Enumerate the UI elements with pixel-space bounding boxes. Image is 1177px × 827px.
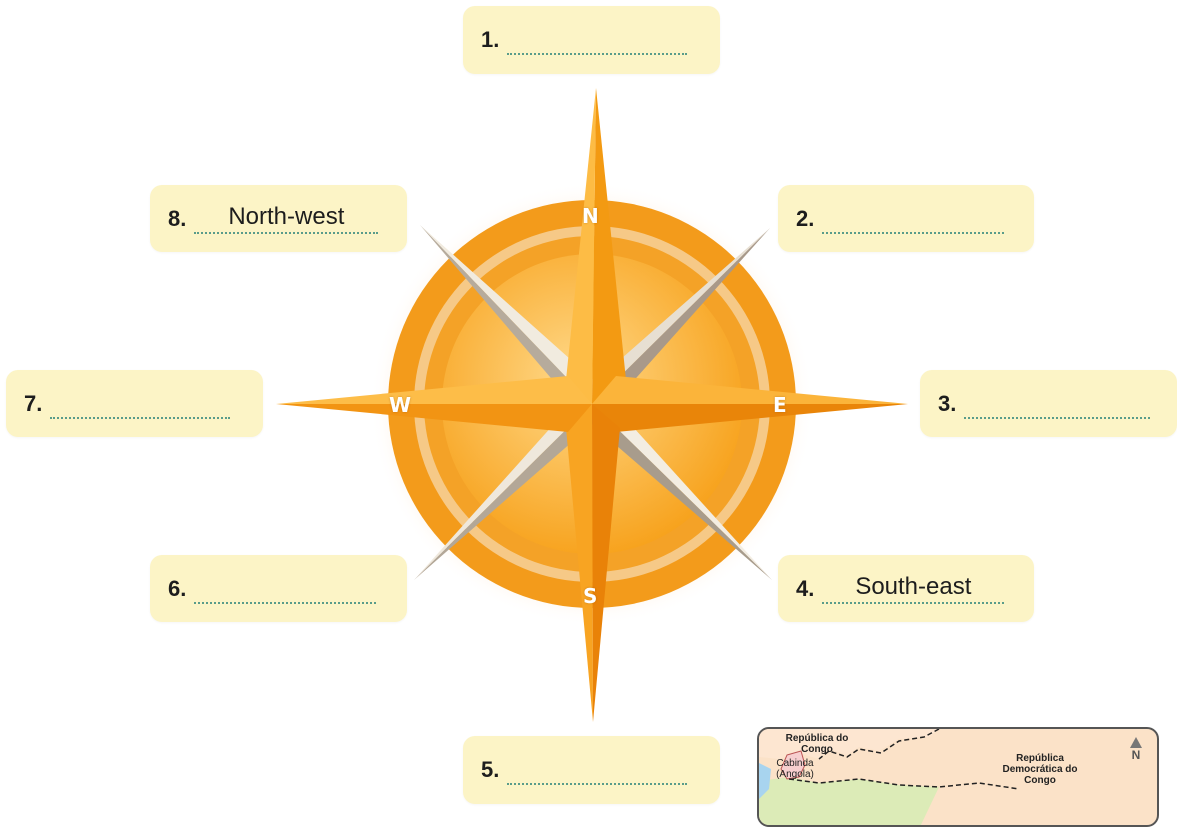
answer-field-3[interactable] — [964, 389, 1150, 419]
compass-cardinal-arms — [276, 88, 908, 722]
label-number: 6. — [168, 576, 186, 602]
answer-field-2[interactable] — [822, 204, 1004, 234]
label-number: 4. — [796, 576, 814, 602]
map-north-label: N — [1129, 748, 1143, 762]
answer-field-7[interactable] — [50, 389, 230, 419]
label-number: 1. — [481, 27, 499, 53]
compass-south-letter: S — [583, 584, 597, 608]
label-box-5: 5. — [463, 736, 720, 804]
map-north-arrow-icon: N — [1129, 737, 1143, 762]
answer-field-1[interactable] — [507, 25, 687, 55]
label-box-2: 2. — [778, 185, 1034, 252]
answer-field-4[interactable]: South-east — [822, 574, 1004, 604]
label-number: 8. — [168, 206, 186, 232]
label-box-8: 8. North-west — [150, 185, 407, 252]
label-number: 2. — [796, 206, 814, 232]
label-box-3: 3. — [920, 370, 1177, 437]
map-label-cabinda: Cabinda (Angola) — [767, 758, 823, 780]
compass-north-letter: N — [582, 204, 599, 228]
compass-west-letter: W — [389, 393, 411, 417]
answer-field-6[interactable] — [194, 574, 376, 604]
label-box-4: 4. South-east — [778, 555, 1034, 622]
map-inset: República do Congo Cabinda (Angola) Repú… — [757, 727, 1159, 827]
answer-field-5[interactable] — [507, 755, 687, 785]
answer-text: North-west — [194, 203, 378, 231]
label-box-1: 1. — [463, 6, 720, 74]
label-number: 5. — [481, 757, 499, 783]
label-box-6: 6. — [150, 555, 407, 622]
map-label-rdc: República Democrática do Congo — [997, 753, 1083, 786]
label-number: 7. — [24, 391, 42, 417]
answer-text: South-east — [822, 573, 1004, 601]
label-box-7: 7. — [6, 370, 263, 437]
map-label-rep-congo: República do Congo — [777, 733, 857, 755]
compass-east-letter: E — [773, 393, 787, 417]
answer-field-8[interactable]: North-west — [194, 204, 378, 234]
label-number: 3. — [938, 391, 956, 417]
